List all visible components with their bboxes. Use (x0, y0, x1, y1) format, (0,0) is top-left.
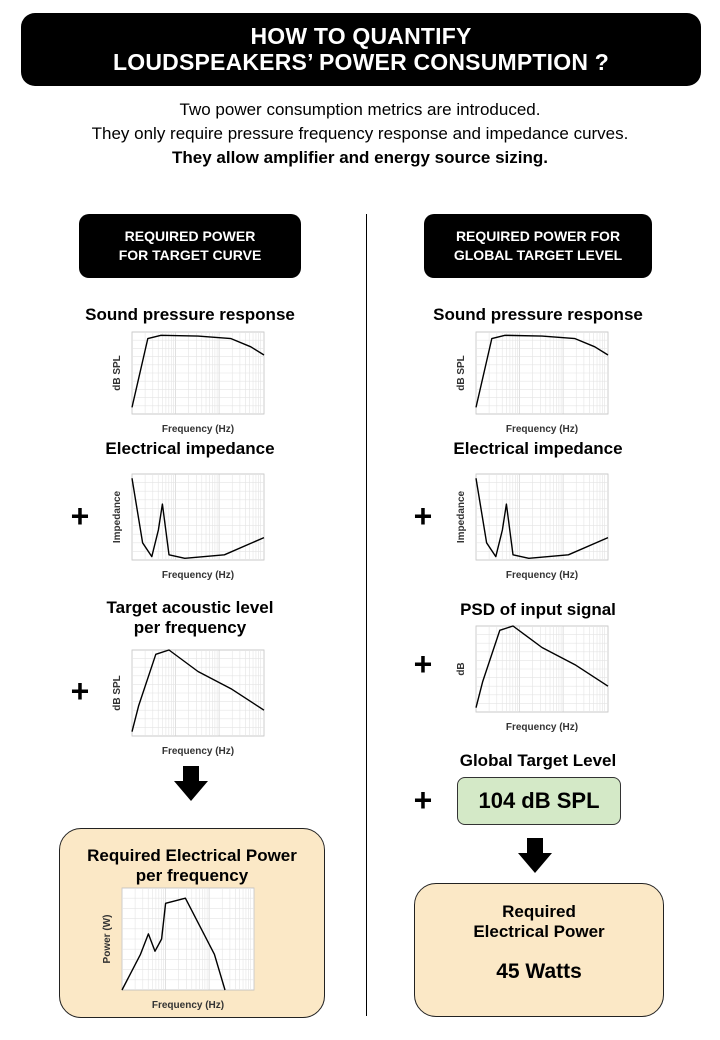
x-axis-label: Frequency (Hz) (162, 570, 234, 581)
y-axis-label: dB SPL (112, 675, 123, 711)
intro-line-3: They allow amplifier and energy source s… (172, 148, 548, 167)
right-spl-heading: Sound pressure response (433, 305, 643, 324)
right-plus-1: + (413, 498, 433, 534)
left-spl-chart: Frequency (Hz) dB SPL (112, 331, 265, 435)
left-result-line-2: per frequency (135, 866, 249, 885)
left-target-heading-line-1: Target acoustic level (106, 598, 274, 617)
x-axis-label: Frequency (Hz) (506, 570, 578, 581)
y-axis-label: Impedance (456, 490, 467, 543)
required-power-value: 45 Watts (496, 960, 582, 983)
left-target-heading-line-2: per frequency (133, 618, 247, 637)
spl-response-plot (475, 331, 609, 415)
spl-response-series-line (131, 334, 265, 408)
x-axis-label: Frequency (Hz) (152, 1000, 224, 1011)
target-level-series-line (131, 649, 265, 732)
left-title-line-2: FOR TARGET CURVE (118, 247, 262, 263)
electrical-impedance-series-line (131, 478, 265, 559)
right-result-line-1: Required (502, 902, 576, 921)
target-level-plot (131, 649, 265, 737)
global-target-heading: Global Target Level (459, 751, 617, 770)
left-title-pill: REQUIRED POWER FOR TARGET CURVE (79, 214, 301, 278)
right-title-line-1: REQUIRED POWER FOR (455, 228, 621, 244)
left-impedance-chart: Frequency (Hz) Impedance (112, 473, 265, 581)
electrical-impedance-plot (131, 473, 265, 561)
right-psd-heading: PSD of input signal (460, 600, 616, 619)
y-axis-label: dB (456, 662, 467, 675)
spl-response-series-line (475, 334, 609, 408)
right-title-pill: REQUIRED POWER FOR GLOBAL TARGET LEVEL (424, 214, 652, 278)
y-axis-label: dB SPL (112, 355, 123, 391)
title-line-2: LOUDSPEAKERS’ POWER CONSUMPTION ? (112, 49, 610, 75)
psd-input-plot (475, 625, 609, 713)
left-title-line-1: REQUIRED POWER (124, 228, 256, 244)
x-axis-label: Frequency (Hz) (506, 722, 578, 733)
left-impedance-heading: Electrical impedance (105, 439, 275, 458)
left-result-line-1: Required Electrical Power (87, 846, 297, 865)
electrical-impedance-plot (475, 473, 609, 561)
title-line-1: HOW TO QUANTIFY (250, 23, 472, 49)
right-impedance-chart: Frequency (Hz) Impedance (456, 473, 609, 581)
intro-line-1: Two power consumption metrics are introd… (179, 100, 541, 119)
left-plus-1: + (70, 498, 90, 534)
intro-line-2: They only require pressure frequency res… (91, 124, 629, 143)
electrical-impedance-series-line (475, 478, 609, 559)
right-result-line-2: Electrical Power (473, 922, 605, 941)
right-plus-2: + (413, 646, 433, 682)
left-spl-heading: Sound pressure response (85, 305, 295, 324)
column-divider (366, 214, 367, 1016)
psd-input-series-line (475, 625, 609, 708)
right-title-line-2: GLOBAL TARGET LEVEL (453, 247, 623, 263)
title-banner: HOW TO QUANTIFY LOUDSPEAKERS’ POWER CONS… (21, 13, 701, 86)
intro-text: Two power consumption metrics are introd… (0, 98, 720, 170)
left-down-arrow-icon (174, 766, 208, 801)
y-axis-label: dB SPL (456, 355, 467, 391)
left-plus-2: + (70, 673, 90, 709)
spl-response-plot (131, 331, 265, 415)
right-result-box: Required Electrical Power 45 Watts (414, 883, 664, 1017)
left-target-heading: Target acoustic level per frequency (40, 598, 340, 638)
x-axis-label: Frequency (Hz) (506, 424, 578, 435)
right-spl-chart: Frequency (Hz) dB SPL (456, 331, 609, 435)
x-axis-label: Frequency (Hz) (162, 424, 234, 435)
psd-chart: Frequency (Hz) dB (456, 625, 609, 733)
y-axis-label: Impedance (112, 490, 123, 543)
right-plus-3: + (413, 782, 433, 818)
right-down-arrow-icon (518, 838, 552, 873)
required-power-plot (121, 887, 255, 991)
left-target-chart: Frequency (Hz) dB SPL (112, 649, 265, 757)
global-target-level-value: 104 dB SPL (457, 777, 621, 825)
x-axis-label: Frequency (Hz) (162, 746, 234, 757)
required-power-series-line (121, 897, 226, 991)
required-power-chart: Frequency (Hz) Power (W) (102, 887, 255, 1011)
y-axis-label: Power (W) (102, 915, 113, 964)
right-impedance-heading: Electrical impedance (453, 439, 623, 458)
